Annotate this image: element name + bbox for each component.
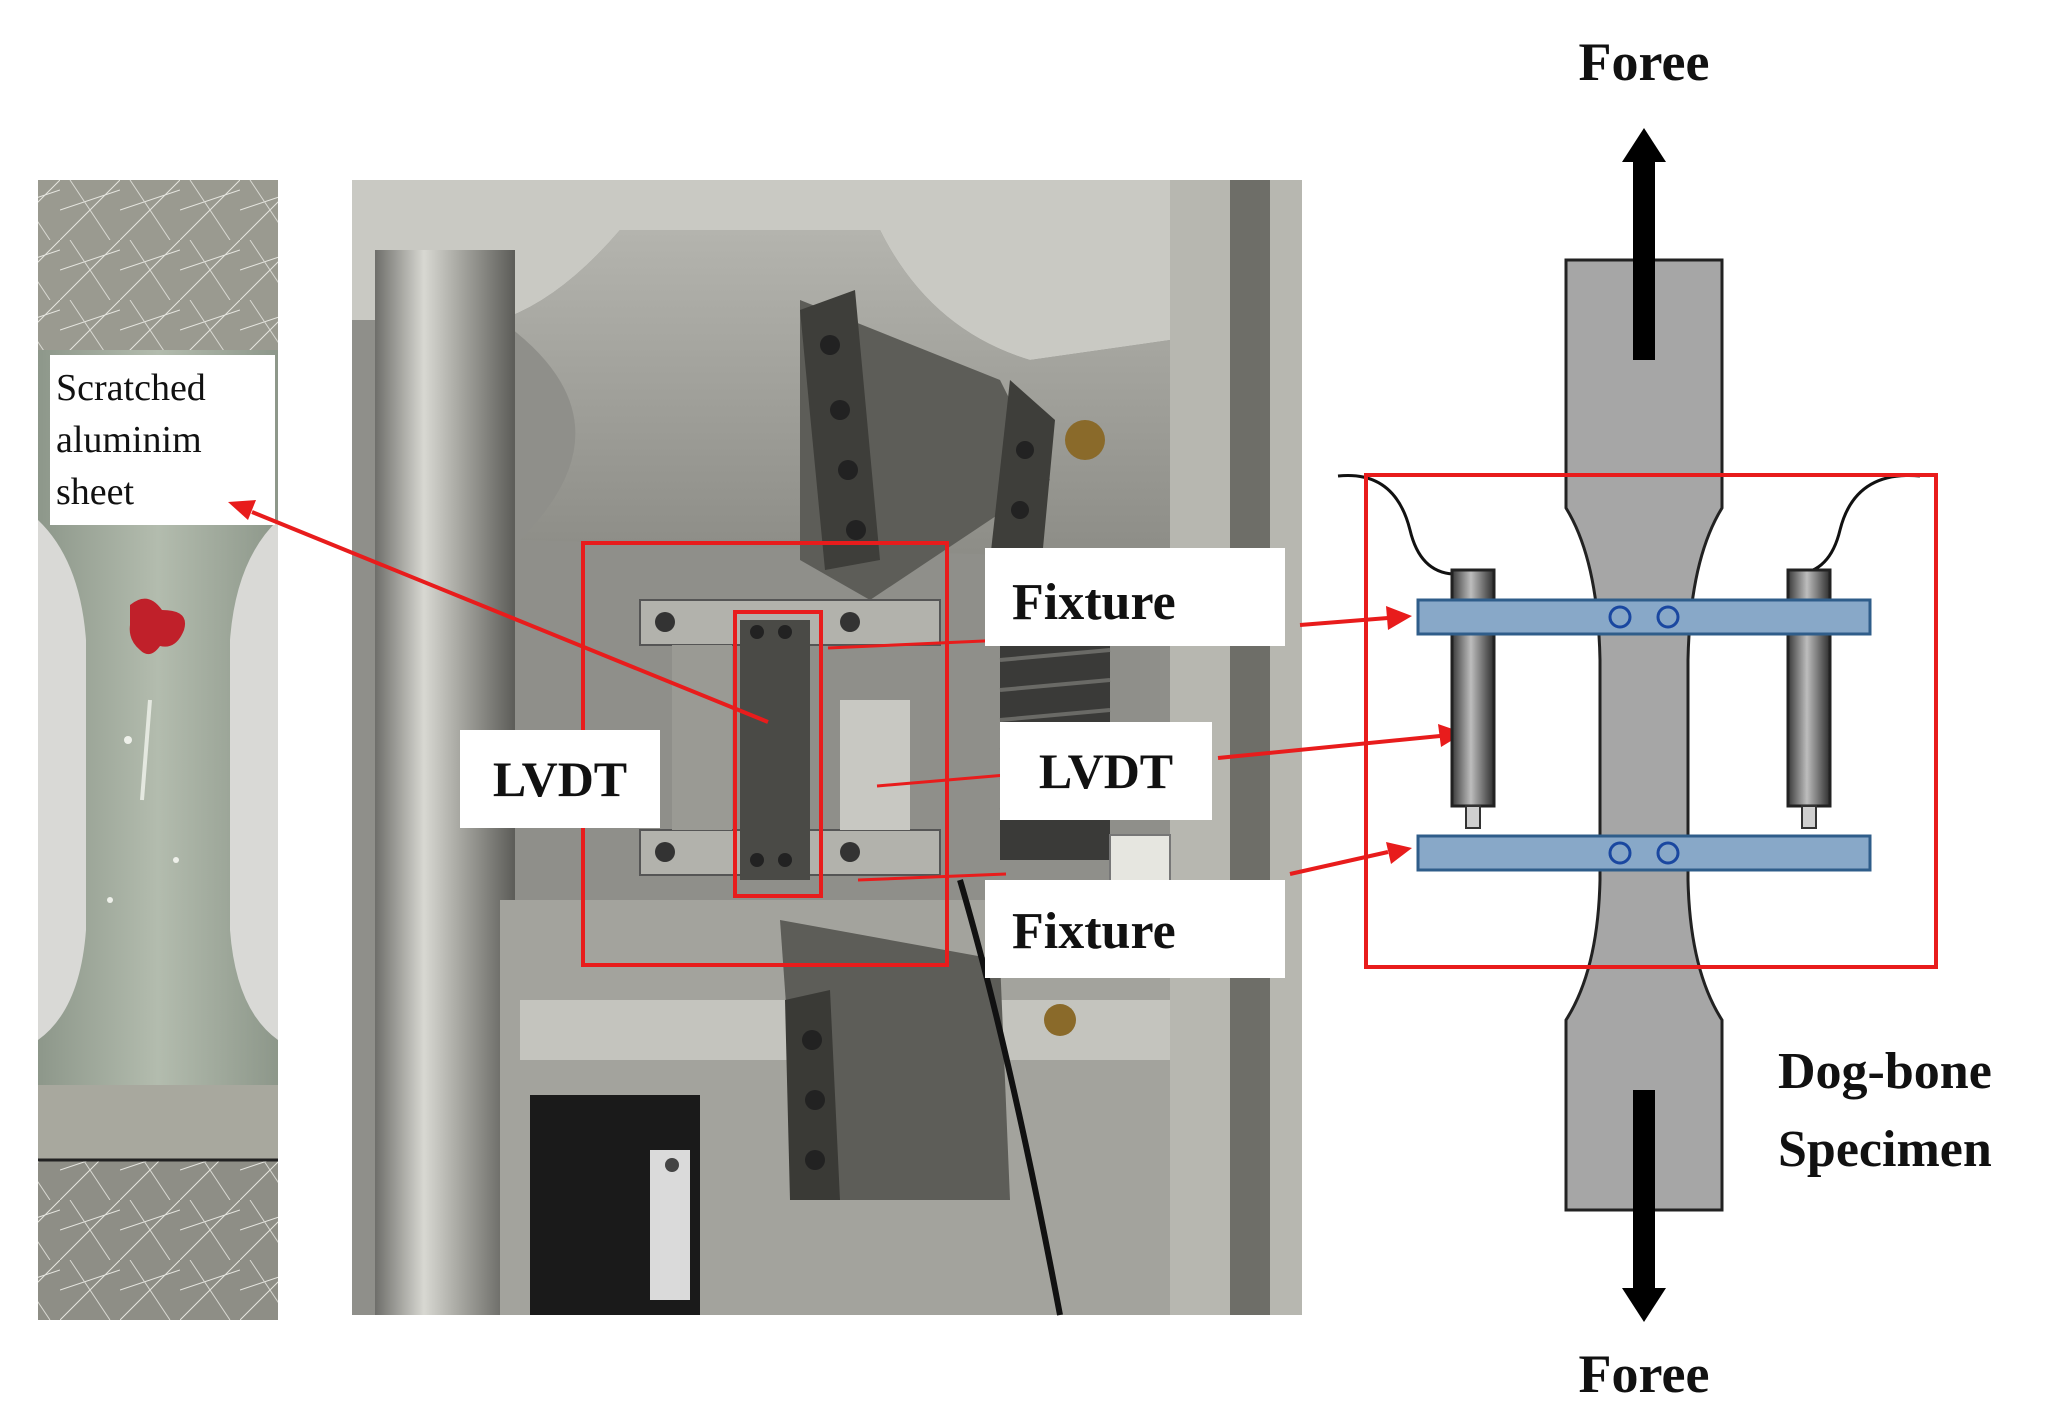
- fixture-bottom-arrow: [1289, 842, 1412, 876]
- specimen-label-line-2: Specimen: [1778, 1121, 1992, 1178]
- fixture-top-label: Fixture: [985, 548, 1285, 646]
- force-bottom-label: Foree: [1579, 1344, 1710, 1404]
- fixture-top-text: Fixture: [1012, 574, 1176, 631]
- fixture-top-arrow: [1299, 606, 1412, 630]
- dog-bone-schematic: [1337, 128, 1938, 1322]
- fixture-bottom-text: Fixture: [1012, 903, 1176, 960]
- arrow-up-icon: [1622, 128, 1666, 360]
- schematic-gauge-frame: [1364, 473, 1938, 969]
- lvdt-left-label: LVDT: [460, 730, 660, 828]
- arrow-down-icon: [1622, 1090, 1666, 1322]
- photo-specimen-frame: [733, 610, 823, 898]
- fixture-bar-top: [1416, 598, 1872, 636]
- fixture-bar-bottom: [1416, 834, 1872, 872]
- aluminium-sheet-photo: [38, 180, 278, 1320]
- lvdt-left-text: LVDT: [493, 751, 627, 807]
- fixture-bottom-leader: [857, 872, 1007, 882]
- scratched-sheet-text-3: sheet: [56, 471, 135, 513]
- scratched-sheet-text-2: aluminim: [56, 419, 202, 461]
- specimen-label-line-1: Dog-bone: [1778, 1043, 1992, 1100]
- lvdt-mid-label: LVDT: [1000, 722, 1212, 820]
- lvdt-mid-leader: [876, 773, 1007, 788]
- force-top-label: Foree: [1579, 32, 1710, 92]
- lvdt-mid-text: LVDT: [1039, 743, 1173, 799]
- scratched-sheet-text-1: Scratched: [56, 367, 206, 409]
- fixture-bottom-label: Fixture: [985, 880, 1285, 978]
- fixture-top-leader: [827, 638, 1007, 650]
- sheet-leader-arrow: [228, 500, 769, 724]
- dog-bone-specimen: [1564, 258, 1724, 1212]
- scratched-sheet-label: Scratched aluminim sheet: [50, 355, 275, 525]
